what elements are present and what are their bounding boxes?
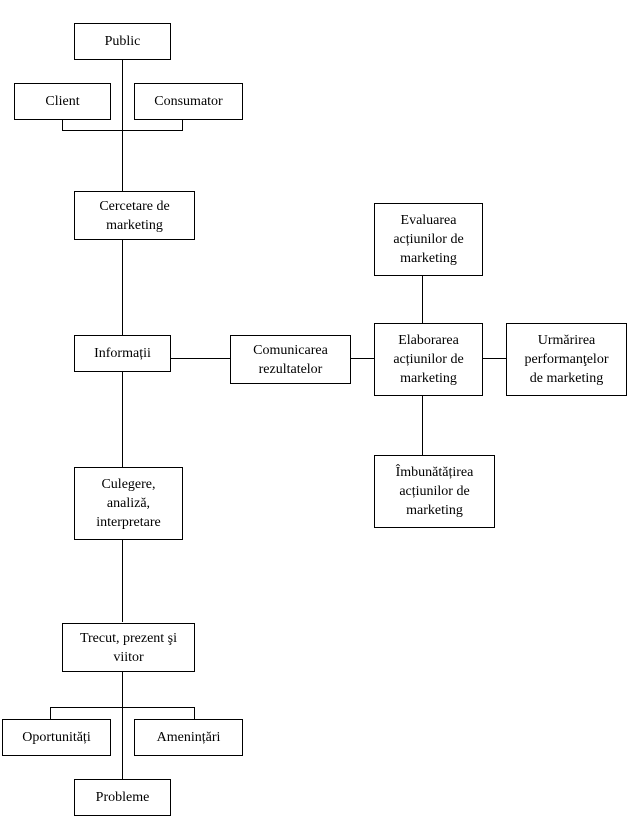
node-imbunatatirea-actiunilor: Îmbunătățirea acțiunilor de marketing (374, 455, 495, 528)
connector-oportunitati-amenintari-bracket (50, 707, 195, 719)
node-cercetare-de-marketing: Cercetare de marketing (74, 191, 195, 240)
node-amenintari: Amenințări (134, 719, 243, 756)
connector-client-consumator-bracket (62, 120, 183, 131)
node-urmarirea-performantelor: Urmărirea performanţelor de marketing (506, 323, 627, 396)
node-elaborarea-actiunilor: Elaborarea acțiunilor de marketing (374, 323, 483, 396)
node-probleme: Probleme (74, 779, 171, 816)
node-public: Public (74, 23, 171, 60)
node-consumator: Consumator (134, 83, 243, 120)
node-comunicarea-rezultatelor: Comunicarea rezultatelor (230, 335, 351, 384)
node-evaluarea-actiunilor: Evaluarea acțiunilor de marketing (374, 203, 483, 276)
node-client: Client (14, 83, 111, 120)
node-trecut-prezent-viitor: Trecut, prezent şi viitor (62, 623, 195, 672)
node-informatii: Informații (74, 335, 171, 372)
node-oportunitati: Oportunități (2, 719, 111, 756)
node-culegere-analiza-interpretare: Culegere, analiză, interpretare (74, 467, 183, 540)
